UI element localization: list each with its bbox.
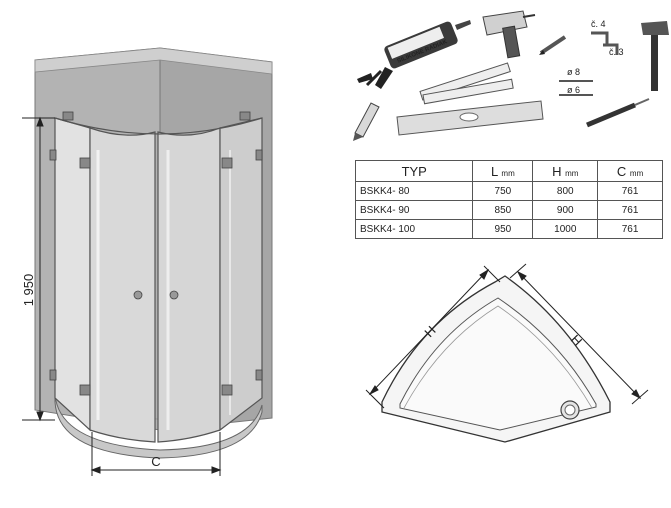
- drill-bit-label-1: ø 8: [567, 67, 580, 77]
- table-row: BSKK4- 100 950 1000 761: [354, 219, 663, 239]
- cell-h: 1000: [532, 219, 599, 239]
- cell-typ: BSKK4- 90: [354, 200, 474, 220]
- width-dimension-label: C: [151, 454, 160, 469]
- cell-l: 950: [472, 219, 534, 239]
- hinges: [49, 111, 263, 396]
- header-c: C mm: [597, 160, 663, 182]
- cell-typ: BSKK4- 80: [354, 181, 474, 201]
- drill-bit-label-2: ø 6: [567, 85, 580, 95]
- cell-l: 750: [472, 181, 534, 201]
- screwdriver-icon: [586, 98, 650, 128]
- cell-c: 761: [597, 219, 663, 239]
- utility-knife-icon: [353, 102, 380, 141]
- hex-key-label-1: č. 4: [591, 19, 606, 29]
- cell-c: 761: [597, 200, 663, 220]
- dimension-table: TYP L mm H mm C mm BSKK4- 80 750 800 761…: [354, 160, 663, 239]
- cell-h: 800: [532, 181, 599, 201]
- cell-typ: BSKK4- 100: [354, 219, 474, 239]
- height-dimension-label: 1 950: [21, 274, 36, 307]
- tray-inner-basin: [399, 297, 597, 431]
- folding-ruler-icon: [419, 62, 514, 105]
- header-typ: TYP: [354, 160, 474, 182]
- width-dimension: [90, 432, 222, 476]
- tools-illustration: SILIKONE RADIAK č. 4 č. 3 ø 8 ø 6: [353, 10, 669, 141]
- shower-tray-top-view: H H: [365, 263, 649, 443]
- hex-key-icon: [591, 31, 619, 55]
- tray-dimension-left: [365, 265, 501, 409]
- pencil-icon: [539, 35, 567, 55]
- glass-panels: [54, 117, 263, 443]
- door-handles: [133, 290, 179, 300]
- cell-l: 850: [472, 200, 534, 220]
- hex-key-label-2: č. 3: [609, 47, 624, 57]
- header-l: L mm: [472, 160, 534, 182]
- hammer-icon: [641, 21, 669, 91]
- drain-icon: [560, 400, 580, 420]
- spirit-level-icon: [396, 100, 544, 136]
- drill-icon: [482, 10, 536, 59]
- height-dimension: [22, 116, 55, 422]
- silicone-gun-icon: [357, 20, 471, 89]
- drill-bits-icon: [559, 80, 593, 96]
- cell-c: 761: [597, 181, 663, 201]
- table-row: BSKK4- 90 850 900 761: [354, 200, 663, 220]
- tray-dimension-right: [509, 263, 649, 405]
- shower-enclosure-drawing: 1 950 C: [21, 47, 273, 476]
- cell-h: 900: [532, 200, 599, 220]
- table-row: BSKK4- 80 750 800 761: [354, 181, 663, 201]
- table-header-row: TYP L mm H mm C mm: [354, 160, 663, 182]
- header-h: H mm: [532, 160, 599, 182]
